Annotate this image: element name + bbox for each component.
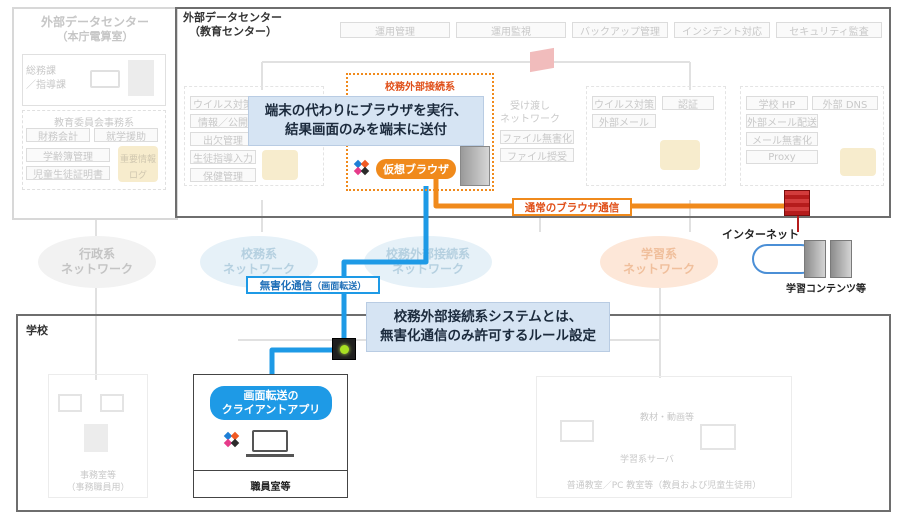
admin-network-ellipse: 行政系 ネットワーク [38, 236, 156, 288]
header-item-ops: 運用管理 [340, 22, 450, 38]
relay-box-transfer: ファイル授受 [500, 148, 574, 162]
sanitized-traffic-line [341, 186, 429, 350]
left-dc-data-icon [118, 146, 158, 182]
relay-net-label: 受け渡し ネットワーク [500, 101, 560, 125]
school-classroom-pc-icon [560, 420, 594, 442]
internet-group-frame [740, 86, 884, 186]
left-dc-log-label: ログ [128, 171, 147, 181]
vendor-logo-icon [352, 158, 372, 178]
header-item-audit: セキュリティ監査 [776, 22, 882, 38]
left-dc-title: 外部データセンター [40, 15, 149, 29]
content-server-icon-2 [830, 240, 852, 278]
header-item-incident: インシデント対応 [674, 22, 770, 38]
external-system-label: 校務外部接続系 [385, 82, 455, 93]
main-dc-subtitle: （教育センター） [189, 25, 277, 38]
internet-box-mail-delivery: 外部メール配送 [746, 114, 818, 128]
internet-box-dns: 外部 DNS [812, 96, 878, 110]
internet-box-hp: 学校 HP [746, 96, 808, 110]
client-vendor-logo-icon [222, 430, 242, 450]
main-dc-title: 外部データセンター [183, 11, 282, 24]
main-dc-frame [175, 7, 891, 218]
normal-traffic-tag: 通常のブラウザ通信 [512, 198, 632, 216]
learning-box-auth: 認証 [662, 96, 714, 110]
learning-box-virus: ウイルス対策 [592, 96, 656, 110]
laptop-icon [252, 430, 288, 452]
admin-data-icon [262, 150, 298, 180]
left-dc-section-title: 教育委員会事務系 [54, 118, 134, 129]
content-server-icon-1 [804, 240, 826, 278]
admin-box-guidance: 生徒指導入力 [190, 150, 256, 164]
client-app-pill[interactable]: 画面転送の クライアントアプリ [210, 386, 332, 420]
learning-data-icon [660, 140, 700, 170]
school-office-pc-icon-2 [100, 394, 124, 412]
school-office-caption: 事務室等 （事務職員用） [66, 471, 130, 493]
left-dc-box-finance: 財務会計 [26, 128, 90, 142]
learning-network-ellipse: 学習系 ネットワーク [600, 236, 718, 288]
left-dc-section-box [22, 110, 166, 190]
relay-box-sanitize: ファイル無害化 [500, 130, 574, 144]
server-icon [460, 146, 490, 186]
left-dc-laptop-icon [90, 70, 120, 88]
admin-box-health: 保健管理 [190, 168, 256, 182]
school-title: 学校 [26, 324, 48, 337]
learning-content-label: 学習コンテンツ等 [786, 284, 866, 295]
staff-room-divider [193, 470, 348, 471]
school-classroom-caption: 普通教室／PC 教室等（教員および児童生徒用） [566, 481, 762, 491]
internet-box-mail-sanitize: メール無害化 [746, 132, 818, 146]
school-classroom-frame [536, 376, 792, 498]
left-dc-subtitle: （本庁電算室） [56, 30, 134, 43]
left-dc-box-certificate: 児童生徒証明書 [26, 166, 110, 180]
left-dc-frame [12, 7, 178, 220]
left-dc-printer-icon [128, 60, 154, 96]
internet-label: インターネット [722, 228, 799, 241]
learning-box-mail: 外部メール [592, 114, 656, 128]
normal-traffic-line [433, 176, 788, 209]
school-office-frame [48, 374, 148, 498]
laptop-base-icon [246, 454, 294, 457]
school-office-printer-icon [84, 424, 108, 452]
left-dc-data-label: 重要情報 [119, 155, 156, 165]
header-item-backup: バックアップ管理 [572, 22, 668, 38]
firewall-icon [784, 190, 810, 216]
school-office-pc-icon-1 [58, 394, 82, 412]
virtual-browser-pill[interactable]: 仮想ブラウザ [376, 159, 456, 179]
sanitized-traffic-tag: 無害化通信 （画面転送） [246, 276, 380, 294]
left-dc-office-box [22, 54, 166, 106]
staff-room-label: 職員室等 [250, 482, 291, 493]
internet-data-icon [840, 148, 876, 176]
learning-group-frame [586, 86, 726, 186]
school-classroom-tablet-icon [700, 424, 736, 450]
left-dc-box-register: 学齢簿管理 [26, 148, 110, 162]
left-dc-office-label-2: ／指導課 [26, 80, 66, 91]
header-item-monitor: 運用監視 [456, 22, 566, 38]
internet-box-proxy: Proxy [746, 150, 818, 164]
left-dc-office-label-1: 総務課 [26, 66, 56, 77]
switch-light-icon [340, 345, 349, 354]
left-dc-box-aid: 就学援助 [94, 128, 158, 142]
sanitized-traffic-note: （画面転送） [312, 281, 367, 292]
browser-callout: 端末の代わりにブラウザを実行、 結果画面のみを端末に送付 [248, 96, 484, 146]
school-classroom-label-server: 学習系サーバ [620, 455, 674, 465]
system-callout: 校務外部接続系システムとは、 無害化通信のみ許可するルール設定 [366, 302, 610, 352]
sanitized-traffic-label: 無害化通信 [259, 279, 313, 292]
school-classroom-label-materials: 教材・動画等 [640, 413, 695, 423]
school-switch-icon [332, 338, 356, 360]
